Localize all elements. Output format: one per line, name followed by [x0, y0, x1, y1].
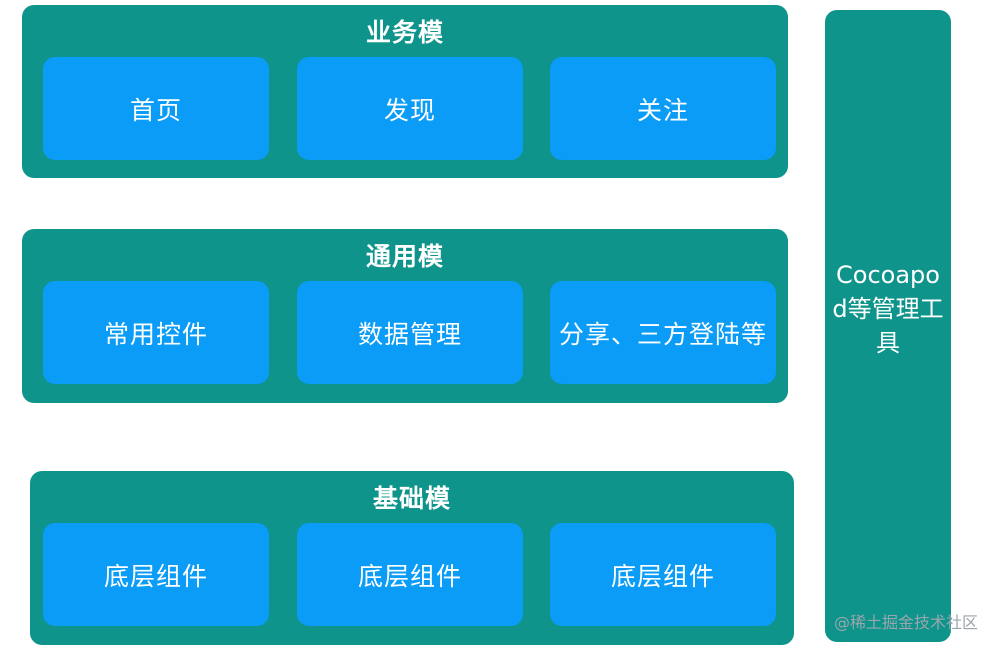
module-data-management: 数据管理	[297, 281, 523, 384]
module-share-third-party-login: 分享、三方登陆等	[550, 281, 776, 384]
module-home: 首页	[43, 57, 269, 160]
module-base-component-2: 底层组件	[297, 523, 523, 626]
cocoapods-label: Cocoapod等管理工具	[832, 261, 944, 357]
module-base-component-3: 底层组件	[550, 523, 776, 626]
common-layer-title: 通用模	[365, 242, 444, 271]
module-discover: 发现	[297, 57, 523, 160]
business-layer: 业务模 首页 发现 关注	[22, 5, 788, 178]
cocoapods-column: Cocoapod等管理工具	[825, 10, 951, 642]
common-layer: 通用模 常用控件 数据管理 分享、三方登陆等	[22, 229, 788, 403]
module-common-controls: 常用控件	[43, 281, 269, 384]
base-layer: 基础模 底层组件 底层组件 底层组件	[30, 471, 794, 645]
module-base-component-1: 底层组件	[43, 523, 269, 626]
business-layer-title: 业务模	[365, 18, 444, 47]
base-layer-title: 基础模	[372, 484, 451, 513]
watermark: @稀土掘金技术社区	[833, 613, 978, 632]
module-follow: 关注	[550, 57, 776, 160]
